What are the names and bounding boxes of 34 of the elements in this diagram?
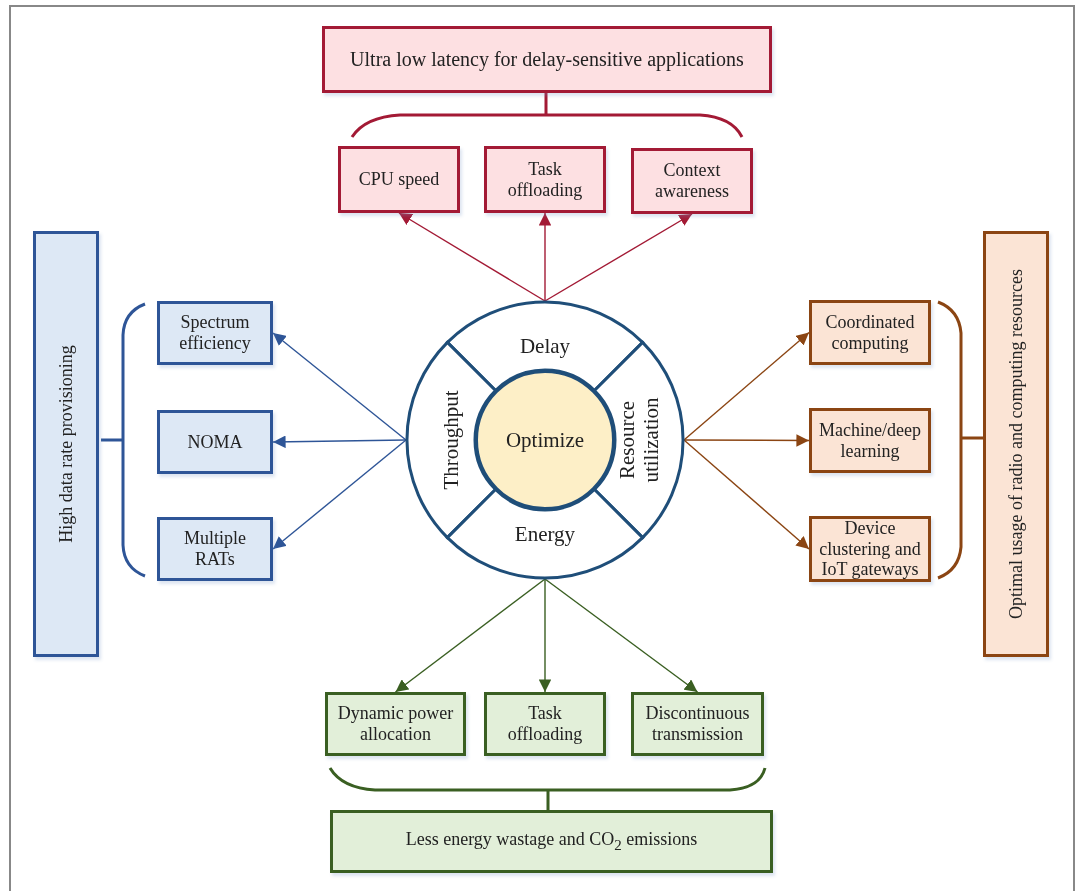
segment-label: Energy	[514, 521, 576, 547]
technique-box: Task offloading	[484, 146, 606, 213]
arrow	[538, 212, 552, 302]
technique-box: Spectrum efficiency	[157, 301, 273, 365]
band-label: High data rate provisioning	[55, 345, 77, 543]
arrow	[538, 578, 552, 693]
arrow	[544, 578, 699, 693]
segment-label: Throughput	[438, 390, 464, 490]
segment-label: Resource utilization	[614, 396, 664, 485]
arrow	[683, 439, 810, 550]
goal-box: Less energy wastage and CO$_{2}$ emissions	[330, 810, 773, 873]
technique-box: Device clustering and IoT gateways	[809, 516, 931, 582]
segment-label: Delay	[519, 333, 571, 359]
arrow	[272, 435, 407, 449]
objective-band	[983, 231, 1049, 657]
band-label: Optimal usage of radio and computing resources	[1005, 269, 1027, 619]
arrow	[398, 212, 546, 302]
arrow	[272, 332, 407, 441]
arrow	[394, 578, 546, 693]
technique-box: Context awareness	[631, 148, 753, 214]
technique-box: Multiple RATs	[157, 517, 273, 581]
goal-box: Ultra low latency for delay-sensitive applications	[322, 26, 772, 93]
technique-box: Discontinuous transmission	[631, 692, 764, 756]
arrow	[544, 213, 693, 302]
arrow	[683, 331, 810, 441]
arrow	[272, 439, 407, 550]
technique-box: Dynamic power allocation	[325, 692, 466, 756]
technique-box: Machine/deep learning	[809, 408, 931, 473]
technique-box: Coordinated computing	[809, 300, 931, 365]
arrow	[683, 434, 810, 447]
technique-box: CPU speed	[338, 146, 460, 213]
technique-box: Task offloading	[484, 692, 606, 756]
technique-box: NOMA	[157, 410, 273, 474]
objective-band	[33, 231, 99, 657]
